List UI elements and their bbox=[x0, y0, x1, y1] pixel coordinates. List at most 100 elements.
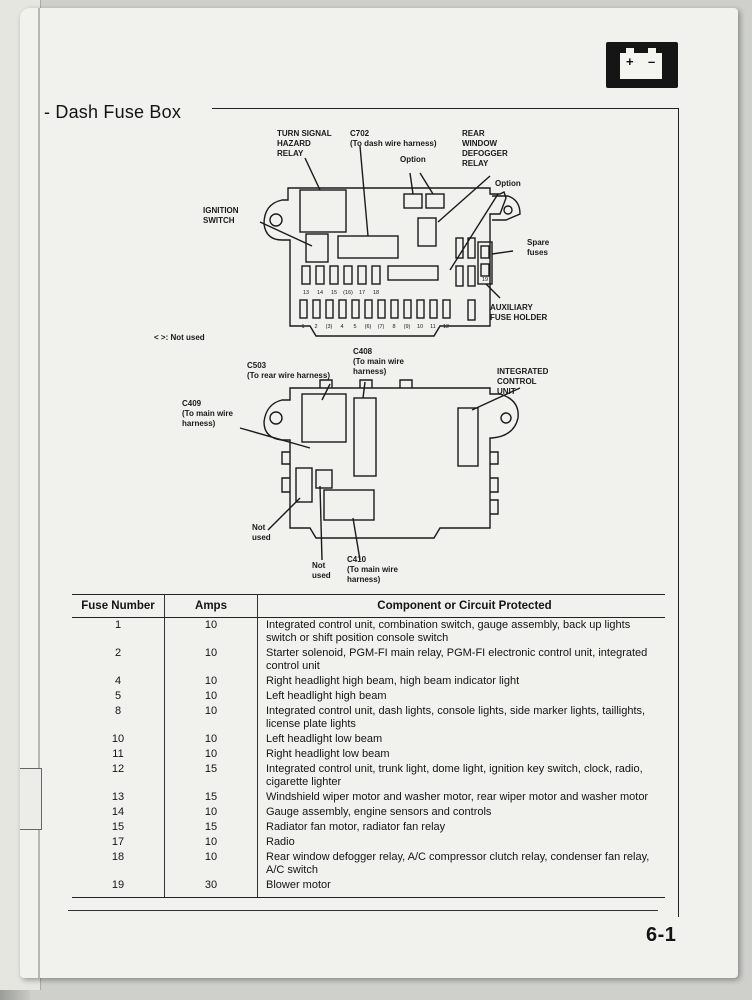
unused-connector-2 bbox=[315, 469, 333, 489]
fuse-box-top-outline bbox=[263, 187, 507, 337]
svg-text:4: 4 bbox=[340, 324, 343, 330]
bottom-diagram-labels: C503(To rear wire harness) C408(To main … bbox=[182, 347, 549, 584]
c702-connector bbox=[337, 235, 399, 259]
amps-cell: 10 bbox=[164, 674, 258, 689]
amps-cell: 10 bbox=[164, 850, 258, 878]
amps-cell: 10 bbox=[164, 689, 258, 704]
option-label-2: Option bbox=[495, 179, 521, 188]
fuse-number-cell: 14 bbox=[72, 805, 165, 820]
svg-text:13: 13 bbox=[303, 290, 309, 296]
binding-line bbox=[38, 8, 40, 978]
fuse-number-cell: 13 bbox=[72, 790, 165, 805]
integrated-control-unit bbox=[457, 407, 479, 467]
component-cell: Blower motor bbox=[257, 878, 665, 898]
fuse-number-cell: 17 bbox=[72, 835, 165, 850]
component-cell: Radio bbox=[266, 836, 295, 848]
section-tab: + – bbox=[606, 42, 678, 88]
svg-text:(7): (7) bbox=[378, 324, 385, 330]
page-number: 6-1 bbox=[646, 924, 677, 946]
bottom-rule bbox=[68, 910, 658, 911]
svg-text:8: 8 bbox=[392, 324, 395, 330]
component-cell: Rear window defogger relay, A/C compress… bbox=[266, 851, 650, 876]
component-cell: Radiator fan motor, radiator fan relay bbox=[266, 821, 446, 833]
component-cell: Left headlight high beam bbox=[266, 690, 387, 702]
component-cell: Left headlight low beam bbox=[266, 733, 383, 745]
ignition-switch-connector bbox=[305, 233, 329, 263]
svg-text:12: 12 bbox=[443, 324, 449, 330]
column-header-amps: Amps bbox=[164, 594, 258, 618]
fuse-table: Fuse Number Amps Component or Circuit Pr… bbox=[72, 594, 665, 898]
svg-text:17: 17 bbox=[359, 290, 365, 296]
svg-text:11: 11 bbox=[430, 324, 436, 330]
amps-cell: 10 bbox=[164, 835, 258, 850]
amps-cell: 30 bbox=[164, 878, 258, 898]
table-header-row: Fuse Number Amps Component or Circuit Pr… bbox=[72, 594, 665, 618]
battery-icon: + – bbox=[620, 48, 662, 79]
control-unit-box-outline bbox=[263, 387, 519, 539]
svg-text:(6): (6) bbox=[365, 324, 372, 330]
content-frame bbox=[68, 108, 679, 917]
svg-text:18: 18 bbox=[373, 290, 379, 296]
amps-cell: 15 bbox=[164, 820, 258, 835]
component-cell: Right headlight high beam, high beam ind… bbox=[266, 675, 520, 687]
section-title: - Dash Fuse Box bbox=[44, 102, 182, 122]
svg-text:(16): (16) bbox=[343, 290, 353, 296]
amps-cell: 10 bbox=[164, 617, 258, 646]
fuse-number-cell: 8 bbox=[72, 704, 165, 732]
component-cell: Starter solenoid, PGM-FI main relay, PGM… bbox=[266, 647, 648, 672]
fuse-number-cell: 18 bbox=[72, 850, 165, 878]
fuse-number-cell: 19 bbox=[72, 878, 165, 898]
fuse-number-cell: 11 bbox=[72, 747, 165, 762]
rear-defogger-relay bbox=[417, 217, 437, 247]
column-header-component: Component or Circuit Protected bbox=[257, 594, 665, 618]
fuse-number-labels: 13 14 15 (16) 17 18 1 2 (3) 4 5 (6) (7) … bbox=[301, 277, 488, 330]
amps-cell: 10 bbox=[164, 646, 258, 674]
amps-cell: 10 bbox=[164, 704, 258, 732]
unused-connector-1 bbox=[295, 467, 313, 503]
fuse-number-cell: 10 bbox=[72, 732, 165, 747]
column-header-fuse-number: Fuse Number bbox=[72, 594, 165, 618]
component-cell: Right headlight low beam bbox=[266, 748, 390, 760]
svg-text:(3): (3) bbox=[326, 324, 333, 330]
amps-cell: 15 bbox=[164, 790, 258, 805]
svg-text:14: 14 bbox=[317, 290, 323, 296]
svg-text:15: 15 bbox=[331, 290, 337, 296]
fuse-number-cell: 2 bbox=[72, 646, 165, 674]
auxiliary-fuse-holder bbox=[477, 241, 493, 285]
fuse-box-diagram: 13 14 15 (16) 17 18 1 2 (3) 4 5 (6) (7) … bbox=[154, 129, 550, 584]
amps-cell: 10 bbox=[164, 805, 258, 820]
not-used-note: < >: Not used bbox=[154, 333, 205, 342]
svg-text:10: 10 bbox=[417, 324, 423, 330]
underlying-page-tab bbox=[20, 768, 42, 830]
fuse-number-cell: 1 bbox=[72, 617, 165, 646]
fuse-row-bottom bbox=[299, 299, 451, 319]
component-cell: Integrated control unit, trunk light, do… bbox=[266, 763, 643, 788]
svg-text:(9): (9) bbox=[404, 324, 411, 330]
c702-label: C702(To dash wire harness) bbox=[350, 129, 437, 148]
c410-connector bbox=[323, 489, 375, 521]
turn-signal-relay bbox=[299, 189, 347, 233]
c408-connector bbox=[353, 397, 377, 477]
fuse-number-cell: 5 bbox=[72, 689, 165, 704]
